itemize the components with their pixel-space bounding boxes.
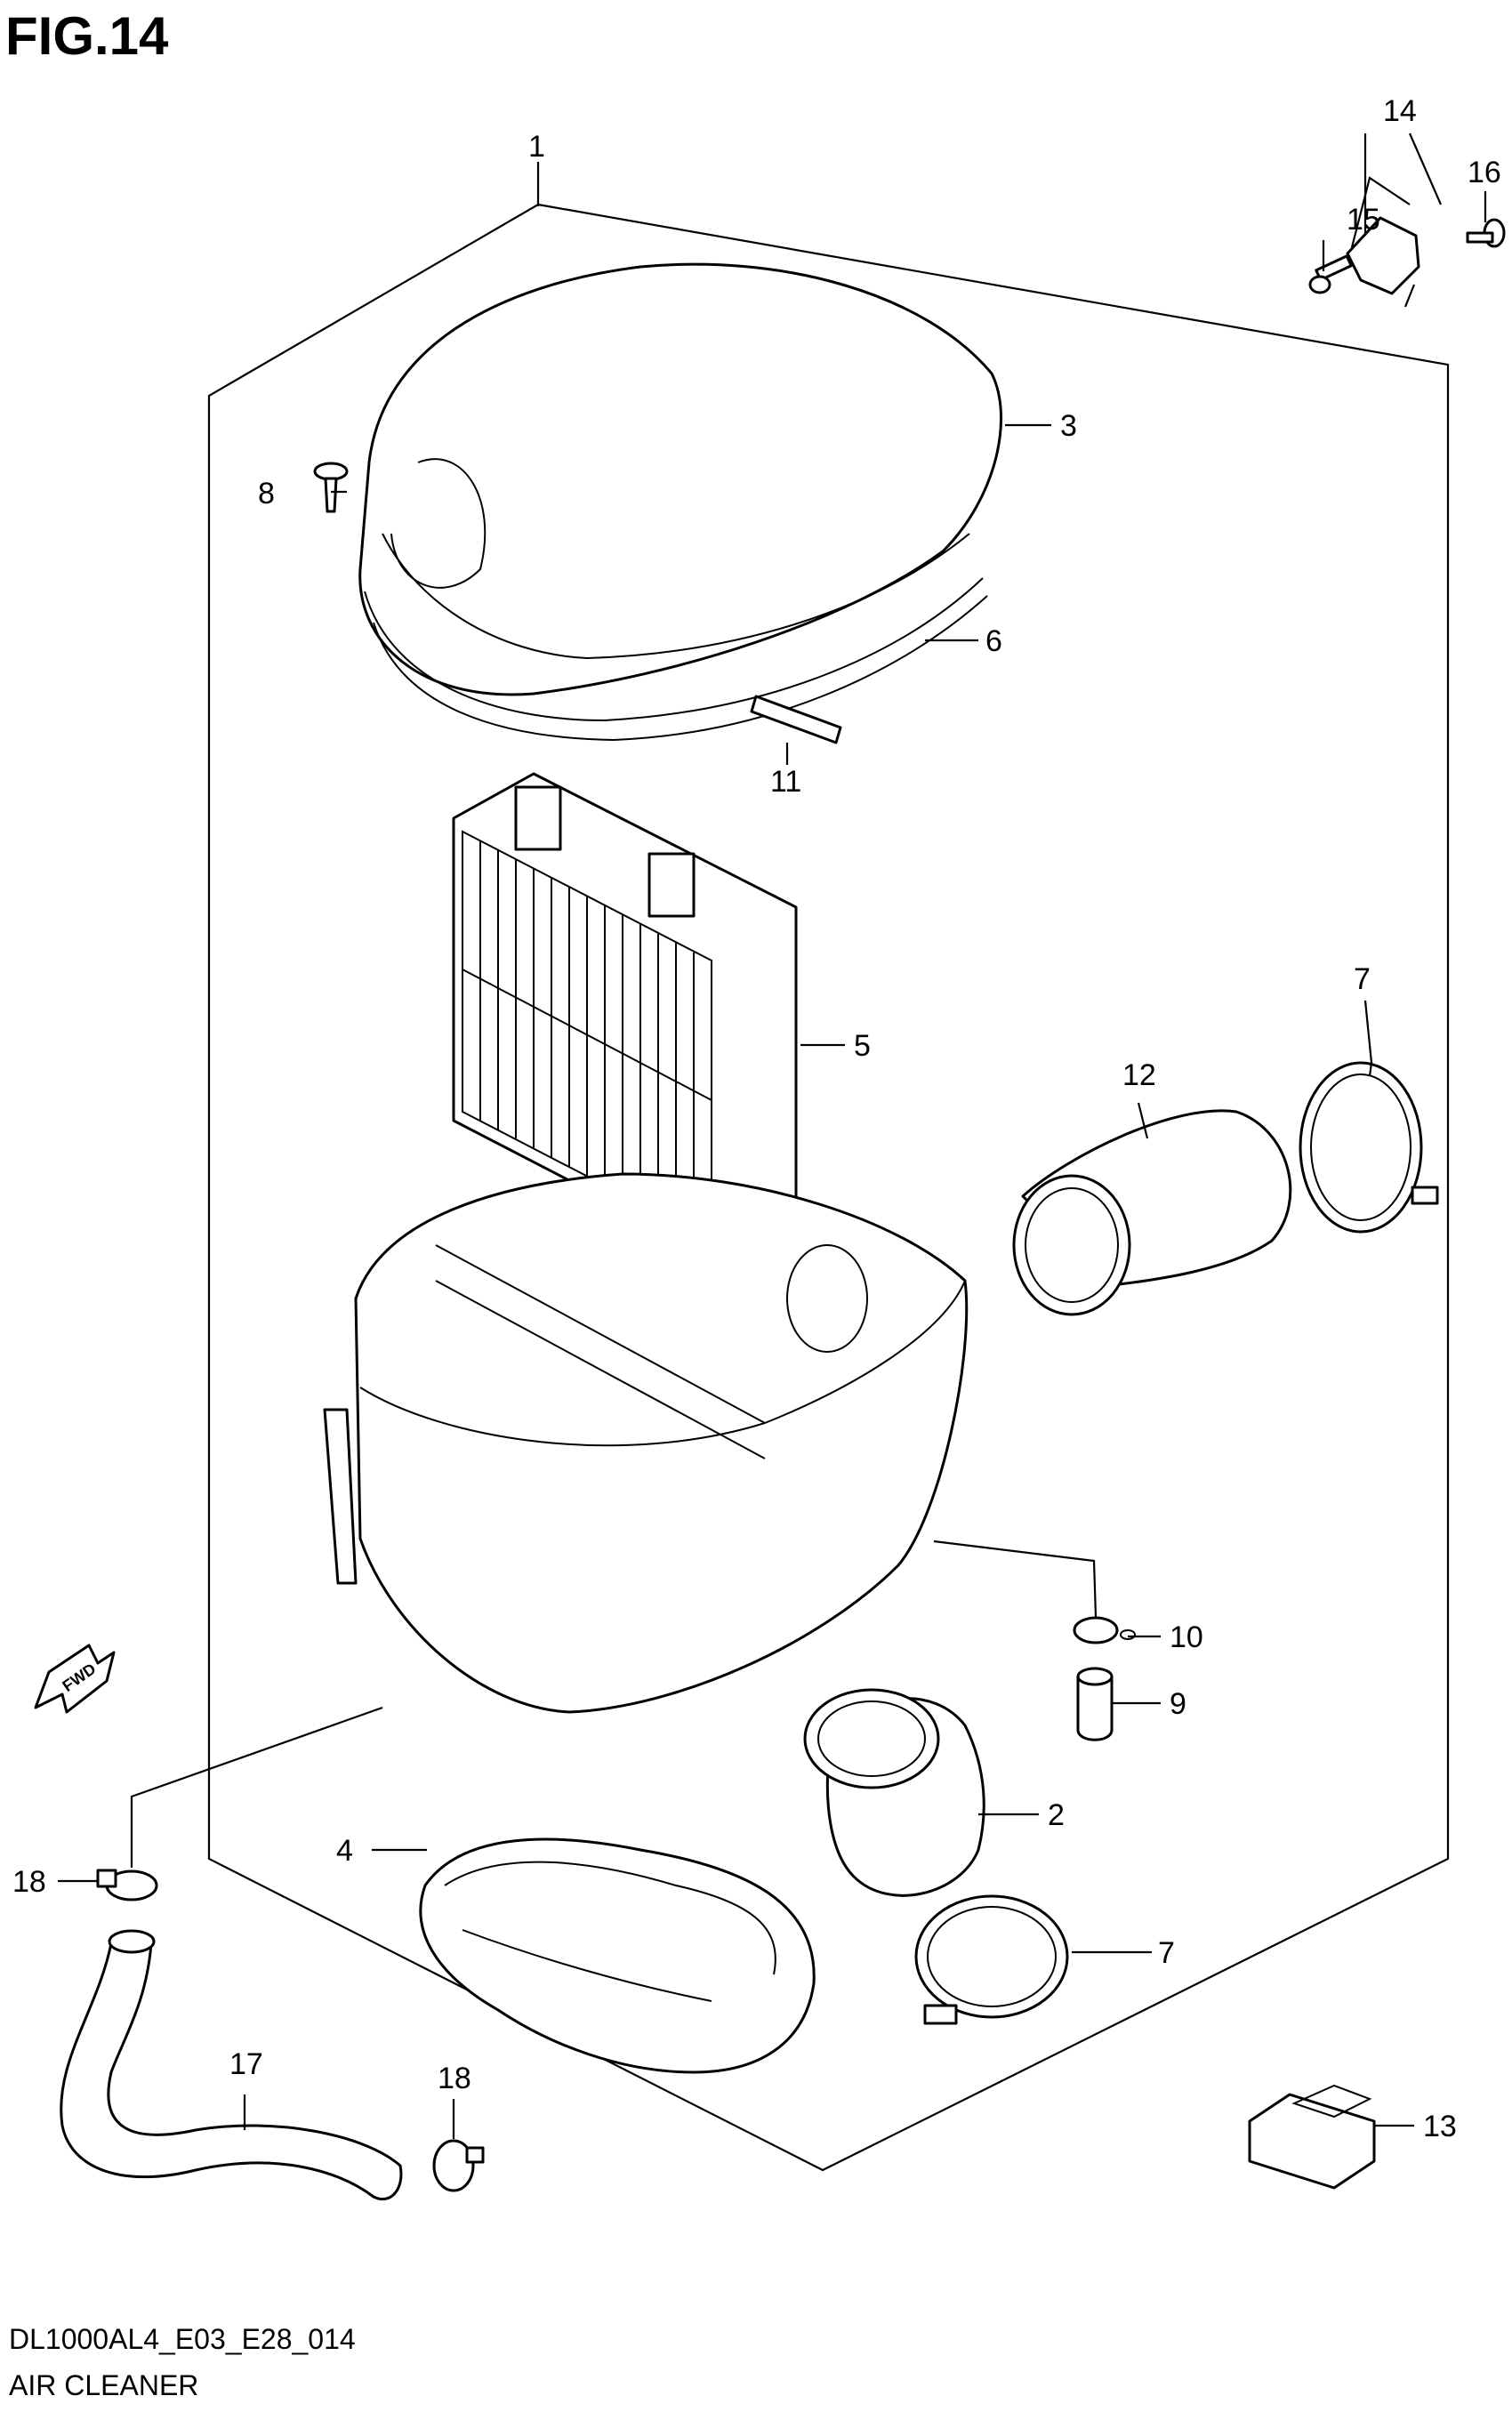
callout-18-left: 18 [12, 1865, 46, 1899]
figure-title: FIG.14 [5, 6, 169, 66]
callout-11: 11 [770, 765, 801, 799]
callout-7-lower: 7 [1158, 1936, 1175, 1970]
sensor-bolt [1466, 218, 1506, 248]
diagram-name: AIR CLEANER [9, 2369, 199, 2401]
hose-clamp-lower [914, 1894, 1069, 2025]
electrical-connector [1248, 2084, 1376, 2190]
hose-clamp-upper [1299, 1061, 1439, 1234]
o-ring [1073, 1616, 1136, 1644]
drain-hose [60, 1929, 403, 2200]
assembly-frame [207, 203, 1450, 2172]
diagram-code: DL1000AL4_E03_E28_014 [9, 2323, 356, 2355]
callout-numbers: 1 2 3 4 5 6 7 7 8 9 10 11 12 13 14 15 16… [12, 94, 1501, 2143]
air-cleaner-cap [358, 262, 1002, 722]
callout-5: 5 [854, 1029, 871, 1063]
screw [313, 462, 349, 513]
sensor-o-ring [1308, 275, 1331, 294]
seal-gasket [373, 595, 988, 742]
air-filter-element [452, 772, 798, 1256]
air-cleaner-case [323, 1172, 969, 1714]
intake-air-temp-sensor [1315, 216, 1420, 295]
callout-17: 17 [229, 2047, 263, 2081]
callout-8: 8 [258, 477, 275, 511]
forward-direction-arrow: FWD [34, 1644, 116, 1714]
callout-2: 2 [1048, 1798, 1065, 1832]
callout-7-upper: 7 [1354, 962, 1371, 996]
callout-4: 4 [336, 1834, 353, 1868]
callout-1: 1 [528, 130, 545, 164]
leader-lines [58, 133, 1487, 2139]
callout-14: 14 [1383, 94, 1417, 128]
callout-6: 6 [985, 624, 1002, 658]
callout-16: 16 [1468, 156, 1501, 189]
inlet-funnel [803, 1688, 985, 1897]
callout-13: 13 [1423, 2110, 1457, 2143]
small-clamp-lower [432, 2139, 485, 2192]
callout-10: 10 [1170, 1620, 1203, 1654]
intake-pipe [1012, 1109, 1292, 1316]
callout-9: 9 [1170, 1687, 1186, 1721]
callout-18-lower: 18 [438, 2062, 471, 2095]
seal-strip [750, 695, 842, 744]
drain-cap [1076, 1667, 1114, 1741]
callout-15: 15 [1347, 203, 1380, 237]
callout-12: 12 [1122, 1058, 1156, 1092]
callout-3: 3 [1060, 409, 1077, 443]
air-duct [419, 1837, 816, 2074]
small-clamp-upper [96, 1869, 158, 1901]
